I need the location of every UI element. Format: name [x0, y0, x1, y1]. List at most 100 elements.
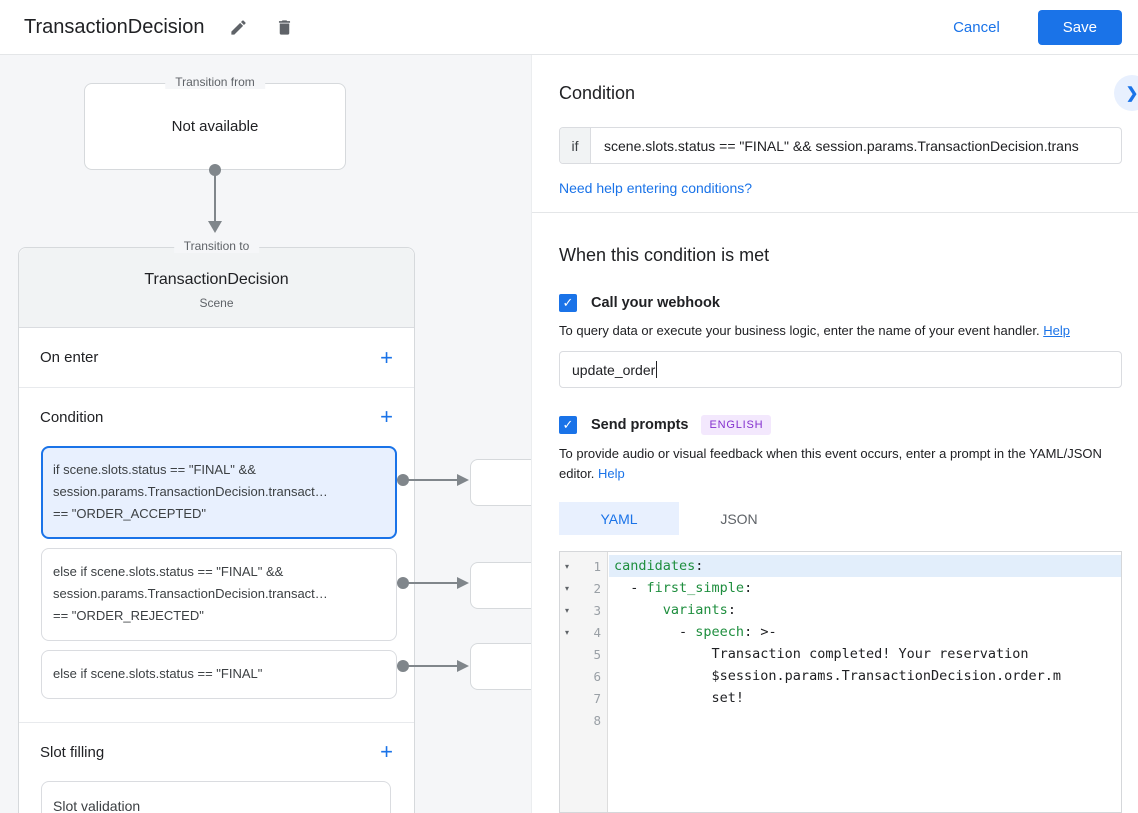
- condition-card-line: == "ORDER_ACCEPTED": [53, 506, 206, 521]
- when-condition-heading: When this condition is met: [559, 245, 770, 265]
- delete-scene-button[interactable]: [272, 15, 296, 39]
- transition-from-box: Transition from Not available: [84, 75, 346, 170]
- transition-from-content: Not available: [171, 118, 259, 135]
- scene-name: TransactionDecision: [144, 271, 289, 288]
- condition-section-header: Condition +: [19, 388, 414, 446]
- check-icon: ✓: [562, 295, 574, 310]
- slot-filling-section-header: Slot filling +: [19, 723, 414, 781]
- code-text: set!: [614, 690, 745, 706]
- editor-line[interactable]: ▾ 4 - speech: >-: [560, 621, 1121, 643]
- prompts-description: To provide audio or visual feedback when…: [559, 446, 1102, 481]
- prompt-code-editor[interactable]: ▾ 1 candidates: ▾ 2 - first_simple: ▾ 3 varian…: [559, 551, 1122, 813]
- pencil-icon: [231, 19, 246, 35]
- add-on-enter-button[interactable]: +: [380, 344, 393, 370]
- add-slot-button[interactable]: +: [380, 739, 393, 764]
- call-webhook-checkbox[interactable]: ✓: [559, 294, 577, 312]
- condition-card[interactable]: else if scene.slots.status == "FINAL": [41, 650, 397, 699]
- fold-toggle-icon[interactable]: ▾: [565, 605, 570, 615]
- code-text: $session.params.TransactionDecision.orde…: [614, 668, 1062, 684]
- scene-card-header: TransactionDecision Scene: [19, 248, 414, 328]
- editor-line[interactable]: 5 Transaction completed! Your reservatio…: [560, 643, 1121, 665]
- trash-icon: [278, 19, 290, 35]
- code-text: - first_simple:: [614, 580, 753, 596]
- slot-filling-label: Slot filling: [40, 743, 105, 761]
- text-cursor: [656, 361, 658, 378]
- line-number: 8: [593, 712, 601, 728]
- tab-json[interactable]: JSON: [720, 510, 758, 527]
- edit-title-button[interactable]: [226, 15, 250, 39]
- webhook-help-link[interactable]: Help: [1043, 323, 1070, 338]
- line-number: 6: [593, 668, 601, 684]
- condition-card[interactable]: else if scene.slots.status == "FINAL" &&…: [41, 548, 397, 641]
- editor-format-tabs: YAML JSON: [559, 502, 1122, 535]
- condition-card-line: session.params.TransactionDecision.trans…: [53, 484, 328, 499]
- destination-scene-box[interactable]: [470, 643, 531, 690]
- scene-type: Scene: [199, 296, 234, 310]
- line-number: 7: [593, 690, 601, 706]
- condition-card-line: if scene.slots.status == "FINAL" &&: [53, 462, 256, 477]
- language-badge: ENGLISH: [701, 415, 772, 435]
- if-prefix: if: [560, 128, 591, 163]
- slot-card-wrap: Slot validation: [19, 781, 414, 813]
- editor-lines: ▾ 1 candidates: ▾ 2 - first_simple: ▾ 3 varian…: [560, 552, 1121, 731]
- on-enter-label: On enter: [40, 349, 99, 366]
- line-number: 1: [593, 558, 601, 574]
- call-webhook-label: Call your webhook: [591, 295, 720, 311]
- panel-divider: [532, 212, 1138, 213]
- check-icon: ✓: [562, 417, 574, 432]
- send-prompts-row: ✓ Send prompts ENGLISH: [559, 415, 1122, 435]
- condition-expression-value[interactable]: scene.slots.status == "FINAL" && session…: [604, 137, 1079, 154]
- prompts-help-link[interactable]: Help: [598, 466, 625, 481]
- editor-line[interactable]: 8: [560, 709, 1121, 731]
- transition-to-card: Transition to TransactionDecision Scene …: [18, 239, 415, 813]
- scene-diagram-canvas: Transition from Not available Transition…: [0, 55, 531, 813]
- editor-gutter: [560, 552, 608, 812]
- condition-card[interactable]: if scene.slots.status == "FINAL" && sessi…: [41, 446, 397, 539]
- collapse-panel-button[interactable]: ❯: [1114, 75, 1138, 111]
- line-number: 2: [593, 580, 601, 596]
- destination-scene-box[interactable]: [470, 459, 531, 506]
- line-number: 5: [593, 646, 601, 662]
- slot-validation-card[interactable]: Slot validation: [41, 781, 391, 813]
- code-text: candidates:: [614, 558, 704, 574]
- condition-card-line: else if scene.slots.status == "FINAL" &&: [53, 564, 284, 579]
- line-number: 3: [593, 602, 601, 618]
- line-number: 4: [593, 624, 601, 640]
- top-bar: TransactionDecision Cancel Save: [0, 0, 1138, 55]
- event-handler-value: update_order: [572, 361, 656, 378]
- save-button[interactable]: Save: [1037, 9, 1122, 45]
- tab-yaml[interactable]: YAML: [559, 502, 679, 535]
- condition-card-line: == "ORDER_REJECTED": [53, 608, 204, 623]
- condition-card-line: session.params.TransactionDecision.trans…: [53, 586, 328, 601]
- on-enter-section: On enter +: [19, 328, 414, 388]
- editor-line[interactable]: ▾ 2 - first_simple:: [560, 577, 1121, 599]
- add-condition-button[interactable]: +: [380, 404, 393, 429]
- conditions-help-link[interactable]: Need help entering conditions?: [559, 180, 753, 196]
- transition-to-label: Transition to: [173, 239, 260, 253]
- editor-line[interactable]: ▾ 3 variants:: [560, 599, 1121, 621]
- condition-card-line: else if scene.slots.status == "FINAL": [53, 666, 263, 681]
- fold-toggle-icon[interactable]: ▾: [565, 627, 570, 637]
- webhook-description: To query data or execute your business l…: [559, 323, 1070, 338]
- chevron-right-icon: ❯: [1125, 85, 1138, 102]
- code-text: variants:: [662, 602, 736, 618]
- editor-line[interactable]: ▾ 1 candidates:: [560, 555, 1121, 577]
- condition-expression-field[interactable]: if scene.slots.status == "FINAL" && sess…: [559, 127, 1122, 164]
- fold-toggle-icon[interactable]: ▾: [565, 561, 570, 571]
- send-prompts-label: Send prompts: [591, 417, 689, 433]
- send-prompts-checkbox[interactable]: ✓: [559, 416, 577, 434]
- transition-from-label: Transition from: [165, 75, 265, 89]
- code-text: Transaction completed! Your reservation: [614, 646, 1029, 662]
- cancel-button[interactable]: Cancel: [953, 18, 1000, 36]
- fold-toggle-icon[interactable]: ▾: [565, 583, 570, 593]
- page-title: TransactionDecision: [24, 15, 205, 38]
- condition-section-label: Condition: [40, 408, 104, 426]
- editor-line[interactable]: 6 $session.params.TransactionDecision.or…: [560, 665, 1121, 687]
- editor-line[interactable]: 7 set!: [560, 687, 1121, 709]
- panel-condition-heading: Condition: [559, 83, 636, 103]
- code-text: - speech: >-: [614, 624, 777, 640]
- condition-card-list: if scene.slots.status == "FINAL" && sessi…: [19, 446, 414, 723]
- condition-details-panel: ❯ Condition if scene.slots.status == "FI…: [531, 55, 1138, 813]
- destination-scene-box[interactable]: [470, 562, 531, 609]
- event-handler-input[interactable]: update_order: [559, 351, 1122, 388]
